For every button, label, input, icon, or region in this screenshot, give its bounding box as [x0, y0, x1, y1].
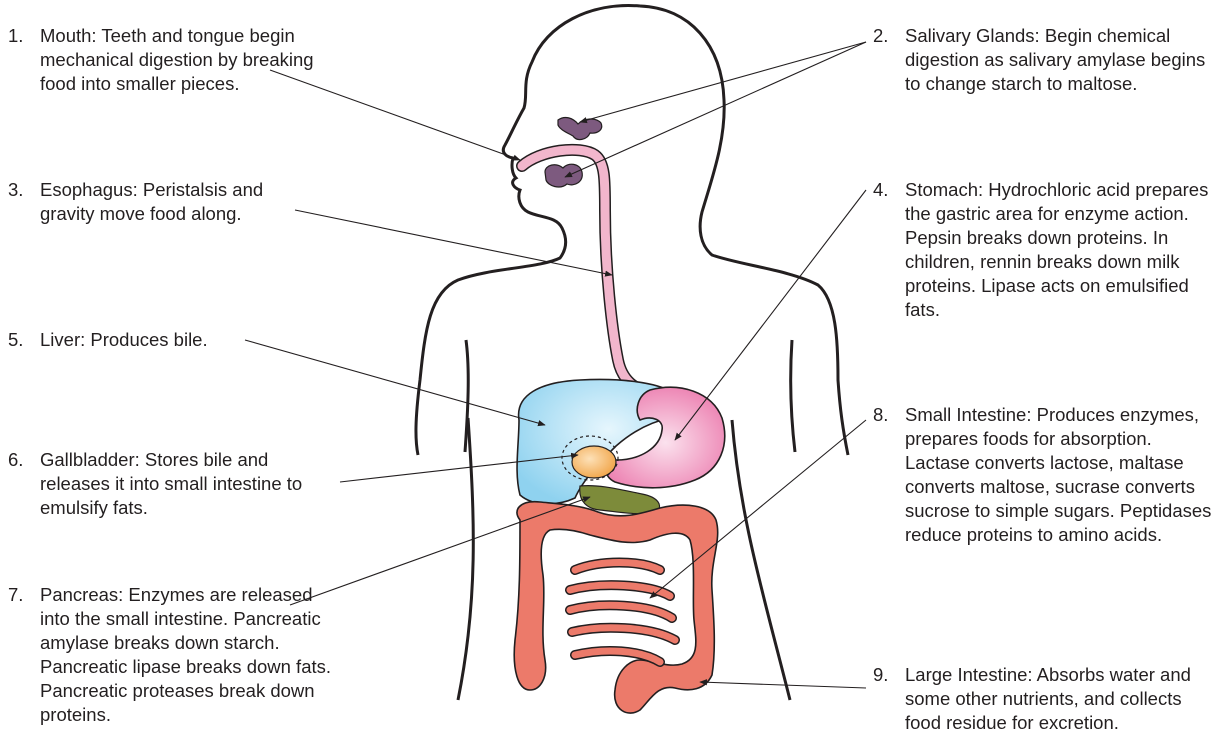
- esophagus-organ: [522, 150, 650, 392]
- leader-stomach: [675, 190, 866, 440]
- label-text: Pancreas: Enzymes are released into the …: [40, 583, 338, 727]
- label-number: 6.: [8, 448, 40, 520]
- label-text: Gallbladder: Stores bile and releases it…: [40, 448, 338, 520]
- label-stomach: 4. Stomach: Hydrochloric acid prepares t…: [873, 178, 1218, 322]
- label-number: 9.: [873, 663, 905, 735]
- label-number: 2.: [873, 24, 905, 96]
- label-pancreas: 7. Pancreas: Enzymes are released into t…: [8, 583, 338, 727]
- label-gallbladder: 6. Gallbladder: Stores bile and releases…: [8, 448, 338, 520]
- label-esophagus: 3. Esophagus: Peristalsis and gravity mo…: [8, 178, 308, 226]
- label-number: 7.: [8, 583, 40, 727]
- label-liver: 5. Liver: Produces bile.: [8, 328, 308, 352]
- leader-large-intestine: [700, 682, 866, 688]
- label-text: Mouth: Teeth and tongue begin mechanical…: [40, 24, 350, 96]
- label-number: 1.: [8, 24, 40, 96]
- label-text: Esophagus: Peristalsis and gravity move …: [40, 178, 308, 226]
- torso-line-right: [732, 420, 790, 700]
- label-text: Liver: Produces bile.: [40, 328, 308, 352]
- salivary-gland-lower: [545, 164, 582, 187]
- label-number: 4.: [873, 178, 905, 322]
- salivary-gland-upper: [558, 117, 602, 139]
- label-number: 8.: [873, 403, 905, 547]
- label-text: Stomach: Hydrochloric acid prepares the …: [905, 178, 1218, 322]
- label-number: 3.: [8, 178, 40, 226]
- arm-line-right: [791, 340, 795, 452]
- label-number: 5.: [8, 328, 40, 352]
- label-mouth: 1. Mouth: Teeth and tongue begin mechani…: [8, 24, 350, 96]
- label-text: Large Intestine: Absorbs water and some …: [905, 663, 1218, 735]
- leader-salivary-lower: [565, 42, 866, 177]
- label-salivary-glands: 2. Salivary Glands: Begin chemical diges…: [873, 24, 1218, 96]
- label-small-intestine: 8. Small Intestine: Produces enzymes, pr…: [873, 403, 1218, 547]
- leader-liver: [245, 340, 545, 425]
- label-text: Salivary Glands: Begin chemical digestio…: [905, 24, 1218, 96]
- label-large-intestine: 9. Large Intestine: Absorbs water and so…: [873, 663, 1218, 735]
- torso-line-left: [458, 418, 473, 700]
- label-text: Small Intestine: Produces enzymes, prepa…: [905, 403, 1218, 547]
